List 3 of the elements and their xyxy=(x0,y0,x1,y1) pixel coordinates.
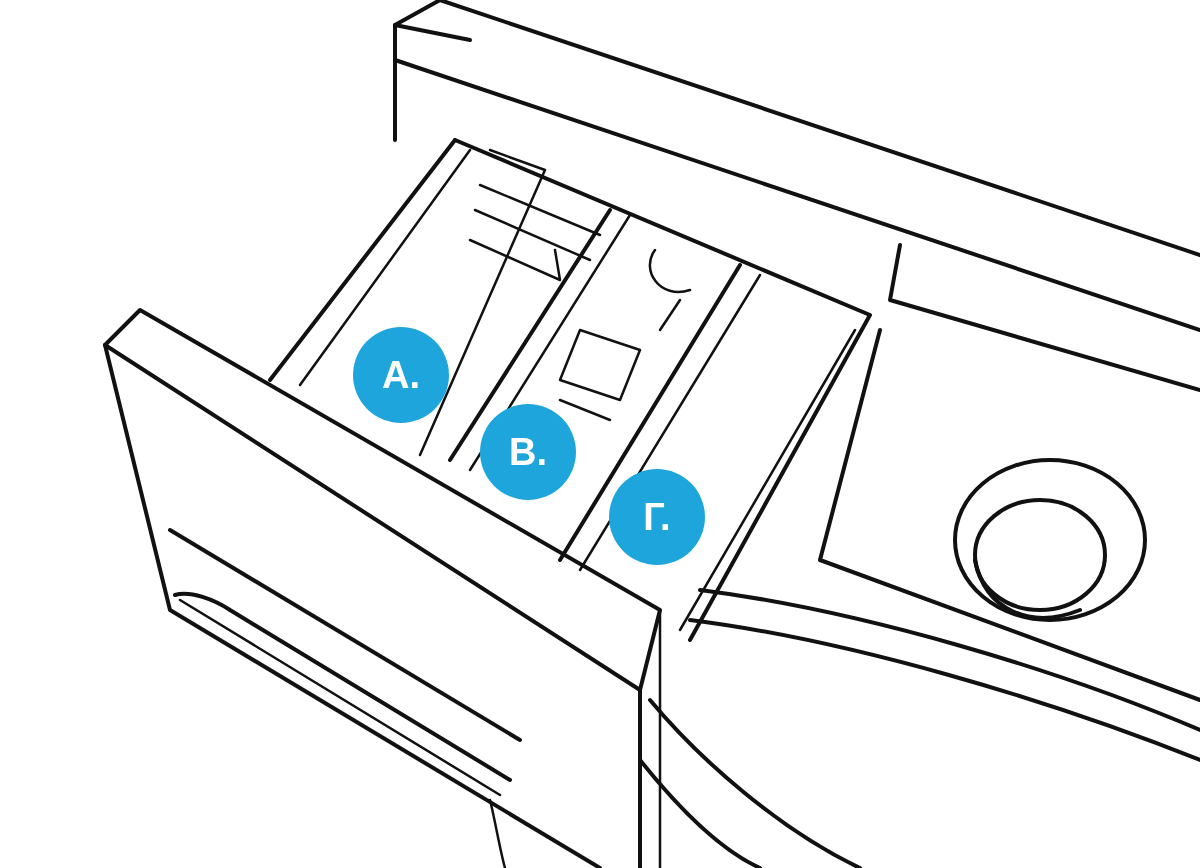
callout-letter: В. xyxy=(509,433,547,471)
callout-letter: Г. xyxy=(643,498,671,536)
callout-letter: А. xyxy=(382,356,420,394)
